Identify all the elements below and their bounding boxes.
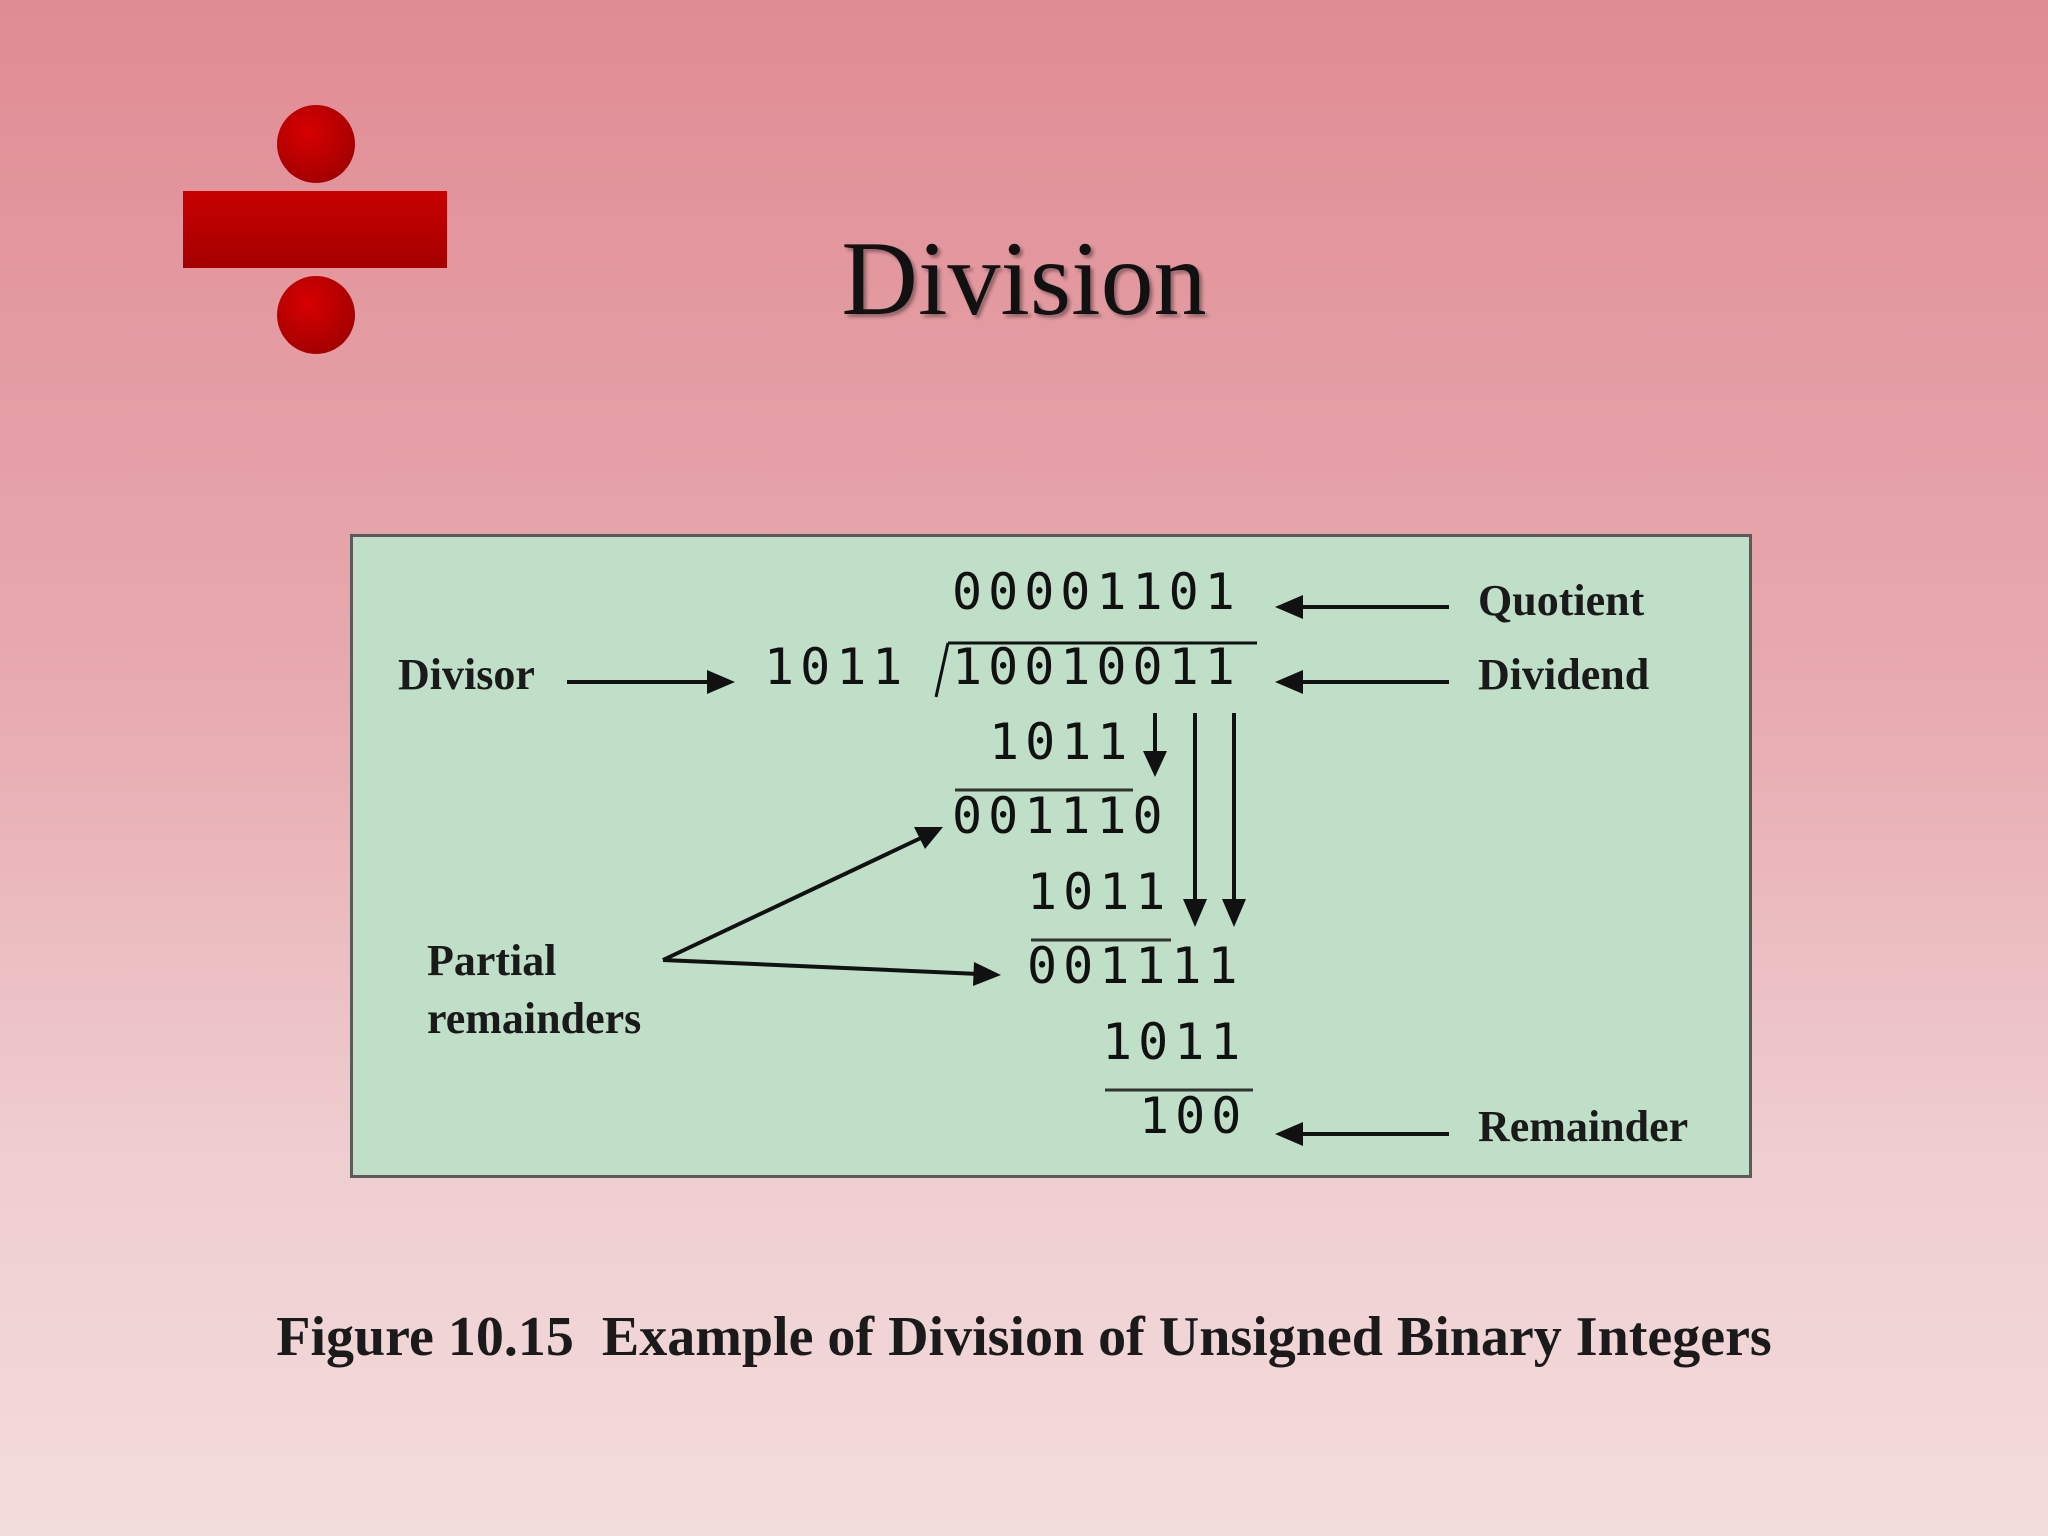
division-bracket — [934, 641, 1257, 698]
slide-title: Division — [841, 220, 1207, 337]
division-sign-icon — [180, 104, 452, 360]
divisor-label: Divisor — [398, 650, 535, 699]
bring-down-arrow-2 — [1183, 713, 1207, 927]
final-remainder: 100 — [1139, 1087, 1247, 1145]
subtrahend-2: 1011 — [1027, 863, 1171, 921]
quotient-arrow — [1275, 595, 1449, 619]
partial-remainder-1: 001110 — [952, 787, 1169, 845]
remainder-arrow — [1275, 1122, 1449, 1146]
partial-remainder-arrow-2 — [662, 958, 1001, 986]
quotient-label: Quotient — [1478, 576, 1645, 625]
bring-down-arrow-3 — [1222, 713, 1246, 927]
dividend-value: 10010011 — [952, 638, 1241, 696]
subtrahend-1: 1011 — [989, 713, 1133, 771]
remainder-label: Remainder — [1478, 1102, 1688, 1151]
divisor-value: 1011 — [764, 638, 908, 696]
partial-remainder-arrow-1 — [662, 827, 943, 962]
dividend-label: Dividend — [1478, 650, 1649, 699]
division-diagram: 00001101 1011 10010011 1011 001110 1011 … — [350, 534, 1752, 1178]
bring-down-arrow-1 — [1143, 713, 1167, 777]
divisor-arrow — [567, 670, 735, 694]
partial-remainders-label-line1: Partial — [427, 936, 557, 985]
subtrahend-3: 1011 — [1102, 1013, 1246, 1071]
quotient-value: 00001101 — [952, 563, 1241, 621]
partial-remainders-label-line2: remainders — [427, 994, 641, 1043]
partial-remainder-2: 001111 — [1027, 937, 1244, 995]
figure-caption: Figure 10.15 Example of Division of Unsi… — [276, 1306, 1772, 1368]
dividend-arrow — [1275, 670, 1449, 694]
